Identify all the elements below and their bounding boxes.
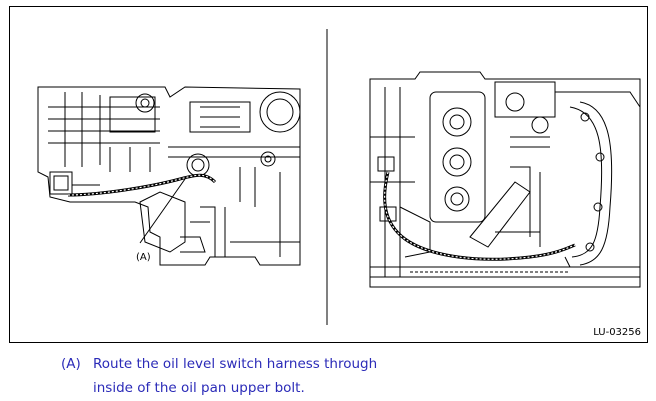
caption-text-1: Route the oil level switch harness throu…: [93, 356, 378, 372]
figure-id: LU-03256: [593, 327, 641, 338]
engine-illustration: [37, 29, 641, 325]
figure-frame: (A) LU-03256: [9, 6, 648, 343]
caption-line-1: (A) Route the oil level switch harness t…: [61, 352, 377, 376]
caption-text-2: inside of the oil pan upper bolt.: [93, 380, 305, 396]
left-engine-view: [37, 86, 301, 266]
callout-label: (A): [136, 252, 151, 263]
caption-tag: (A): [61, 356, 81, 372]
right-engine-view: [369, 71, 641, 288]
callout-leader-line: [139, 178, 186, 244]
caption: (A) Route the oil level switch harness t…: [61, 352, 377, 400]
